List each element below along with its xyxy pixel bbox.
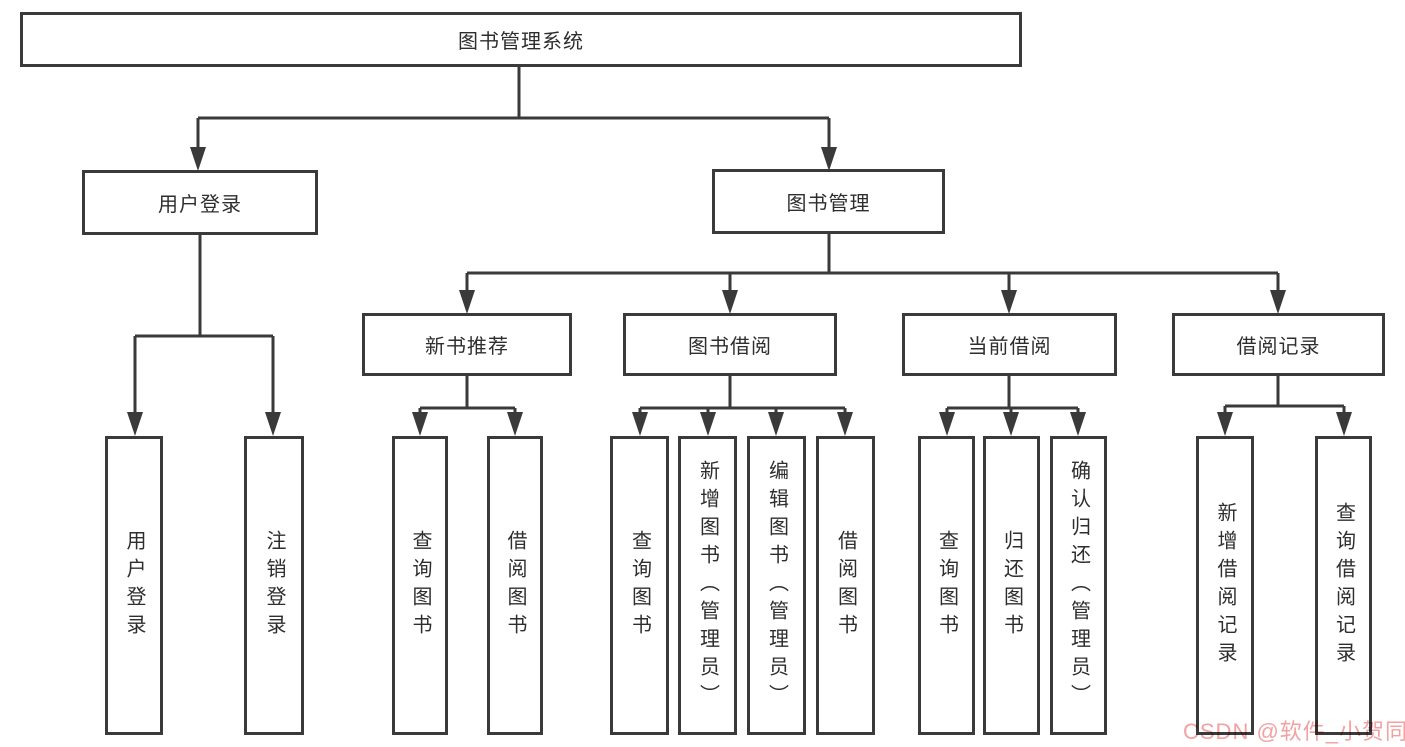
- leaf-query-book-current: 查询图书: [918, 436, 975, 735]
- arrowhead: [939, 412, 955, 436]
- connector-current-borrow: [945, 376, 1080, 414]
- arrowhead: [507, 412, 523, 436]
- leaf-return-book: 归还图书: [983, 436, 1040, 735]
- leaf-edit-book-admin-label: 编辑图书（管理员）: [765, 459, 788, 712]
- csdn-watermark: CSDN @软件_小贺同学: [1183, 719, 1405, 744]
- leaf-return-book-label: 归还图书: [1000, 529, 1023, 642]
- arrowhead: [632, 412, 648, 436]
- leaf-user-login: 用户登录: [105, 436, 163, 735]
- arrowhead: [265, 412, 281, 436]
- node-user-login: 用户登录: [82, 170, 318, 235]
- arrowhead: [1217, 412, 1233, 436]
- leaf-borrow-book-recommend-label: 借阅图书: [504, 529, 526, 642]
- node-book-management: 图书管理: [712, 169, 945, 234]
- leaf-query-book-current-label: 查询图书: [935, 529, 958, 642]
- connector-book-management: [465, 233, 1280, 292]
- node-book-management-label: 图书管理: [786, 193, 871, 215]
- leaf-user-login-label: 用户登录: [123, 529, 145, 642]
- connector-root: [196, 67, 831, 150]
- leaf-query-book-borrow-label: 查询图书: [628, 529, 651, 642]
- arrowhead: [1001, 290, 1017, 314]
- node-book-borrow: 图书借阅: [623, 313, 837, 376]
- node-current-borrow-label: 当前借阅: [967, 336, 1052, 358]
- node-borrow-record-label: 借阅记录: [1236, 336, 1321, 358]
- arrowhead: [1336, 412, 1352, 436]
- leaf-logout-label: 注销登录: [263, 529, 285, 642]
- arrowhead: [821, 147, 837, 171]
- arrowhead: [1003, 412, 1019, 436]
- leaf-query-borrow-record: 查询借阅记录: [1315, 436, 1372, 735]
- connector-user-login: [133, 234, 275, 414]
- leaf-query-book-recommend: 查询图书: [392, 436, 448, 735]
- connector-book-borrow: [638, 376, 847, 414]
- arrowhead: [190, 147, 206, 171]
- node-current-borrow: 当前借阅: [902, 313, 1117, 376]
- arrowhead: [768, 412, 784, 436]
- arrowhead: [700, 412, 716, 436]
- arrowhead: [1270, 290, 1286, 314]
- node-new-book-recommend-label: 新书推荐: [425, 336, 509, 358]
- arrowhead: [837, 412, 853, 436]
- arrowhead: [412, 412, 428, 436]
- arrowhead: [459, 290, 475, 314]
- leaf-query-book-recommend-label: 查询图书: [409, 529, 431, 642]
- leaf-add-book-admin-label: 新增图书（管理员）: [696, 459, 719, 712]
- leaf-borrow-book: 借阅图书: [816, 436, 875, 735]
- node-user-login-label: 用户登录: [158, 194, 242, 216]
- leaf-edit-book-admin: 编辑图书（管理员）: [747, 436, 806, 735]
- leaf-borrow-book-recommend: 借阅图书: [487, 436, 543, 735]
- arrowhead: [1070, 412, 1086, 436]
- node-book-borrow-label: 图书借阅: [688, 336, 772, 358]
- node-borrow-record: 借阅记录: [1172, 313, 1385, 376]
- connector-new-book: [418, 376, 517, 414]
- arrowhead: [722, 290, 738, 314]
- leaf-confirm-return-admin-label: 确认归还（管理员）: [1067, 459, 1090, 712]
- connector-borrow-record: [1223, 376, 1346, 414]
- arrowhead: [127, 412, 143, 436]
- leaf-query-borrow-record-label: 查询借阅记录: [1332, 501, 1355, 670]
- leaf-add-borrow-record-label: 新增借阅记录: [1214, 501, 1236, 670]
- leaf-confirm-return-admin: 确认归还（管理员）: [1050, 436, 1107, 735]
- node-root-label: 图书管理系统: [458, 31, 584, 53]
- leaf-query-book-borrow: 查询图书: [610, 436, 669, 735]
- node-root: 图书管理系统: [20, 12, 1022, 67]
- leaf-add-borrow-record: 新增借阅记录: [1196, 436, 1254, 735]
- leaf-borrow-book-label: 借阅图书: [834, 529, 857, 642]
- leaf-logout: 注销登录: [244, 436, 304, 735]
- leaf-add-book-admin: 新增图书（管理员）: [678, 436, 737, 735]
- node-new-book-recommend: 新书推荐: [362, 313, 572, 376]
